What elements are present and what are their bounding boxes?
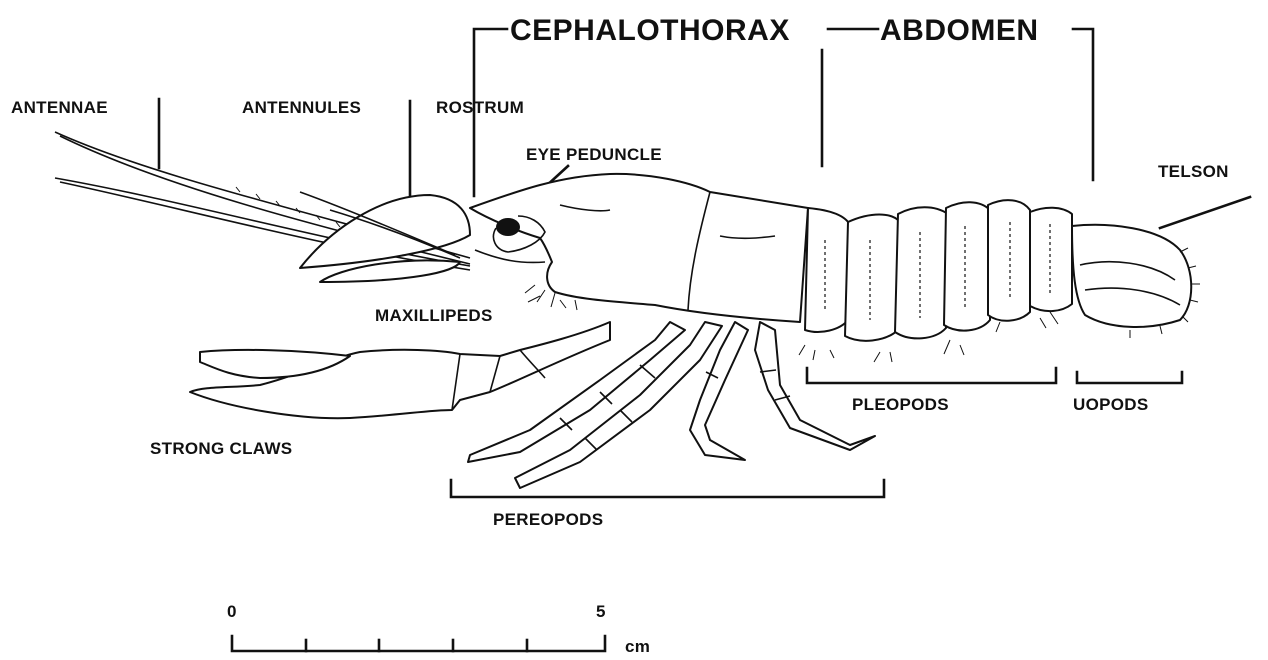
pereopods-label: PEREOPODS [493, 510, 603, 529]
scale-unit-label: cm [625, 637, 650, 655]
cephalothorax-label: CEPHALOTHORAX [510, 14, 790, 47]
uopods-label: UOPODS [1073, 395, 1148, 414]
abdomen-bracket [1073, 29, 1093, 180]
eye-icon [496, 218, 520, 236]
pereopods-bracket [451, 480, 884, 497]
pleopods-bracket [807, 368, 1056, 383]
pleopods-label: PLEOPODS [852, 395, 949, 414]
rostrum-label: ROSTRUM [436, 98, 524, 117]
tail-fan-drawing [1072, 225, 1200, 338]
scale-start-label: 0 [227, 602, 237, 621]
uopods-bracket [1077, 372, 1182, 383]
strong-claws-label: STRONG CLAWS [150, 439, 292, 458]
abdomen-label: ABDOMEN [880, 14, 1039, 47]
maxillipeds-label: MAXILLIPEDS [375, 306, 493, 325]
scale-bar [232, 636, 605, 651]
abdomen-drawing [799, 200, 1072, 362]
antennae-label: ANTENNAE [11, 98, 108, 117]
telson-leader [1160, 197, 1250, 228]
scale-end-label: 5 [596, 602, 606, 621]
telson-label: TELSON [1158, 162, 1229, 181]
carapace-drawing [470, 174, 808, 322]
antennules-label: ANTENNULES [242, 98, 361, 117]
eye-peduncle-label: EYE PEDUNCLE [526, 145, 662, 164]
cephalothorax-bracket [474, 29, 878, 196]
claw-drawing [190, 322, 610, 418]
